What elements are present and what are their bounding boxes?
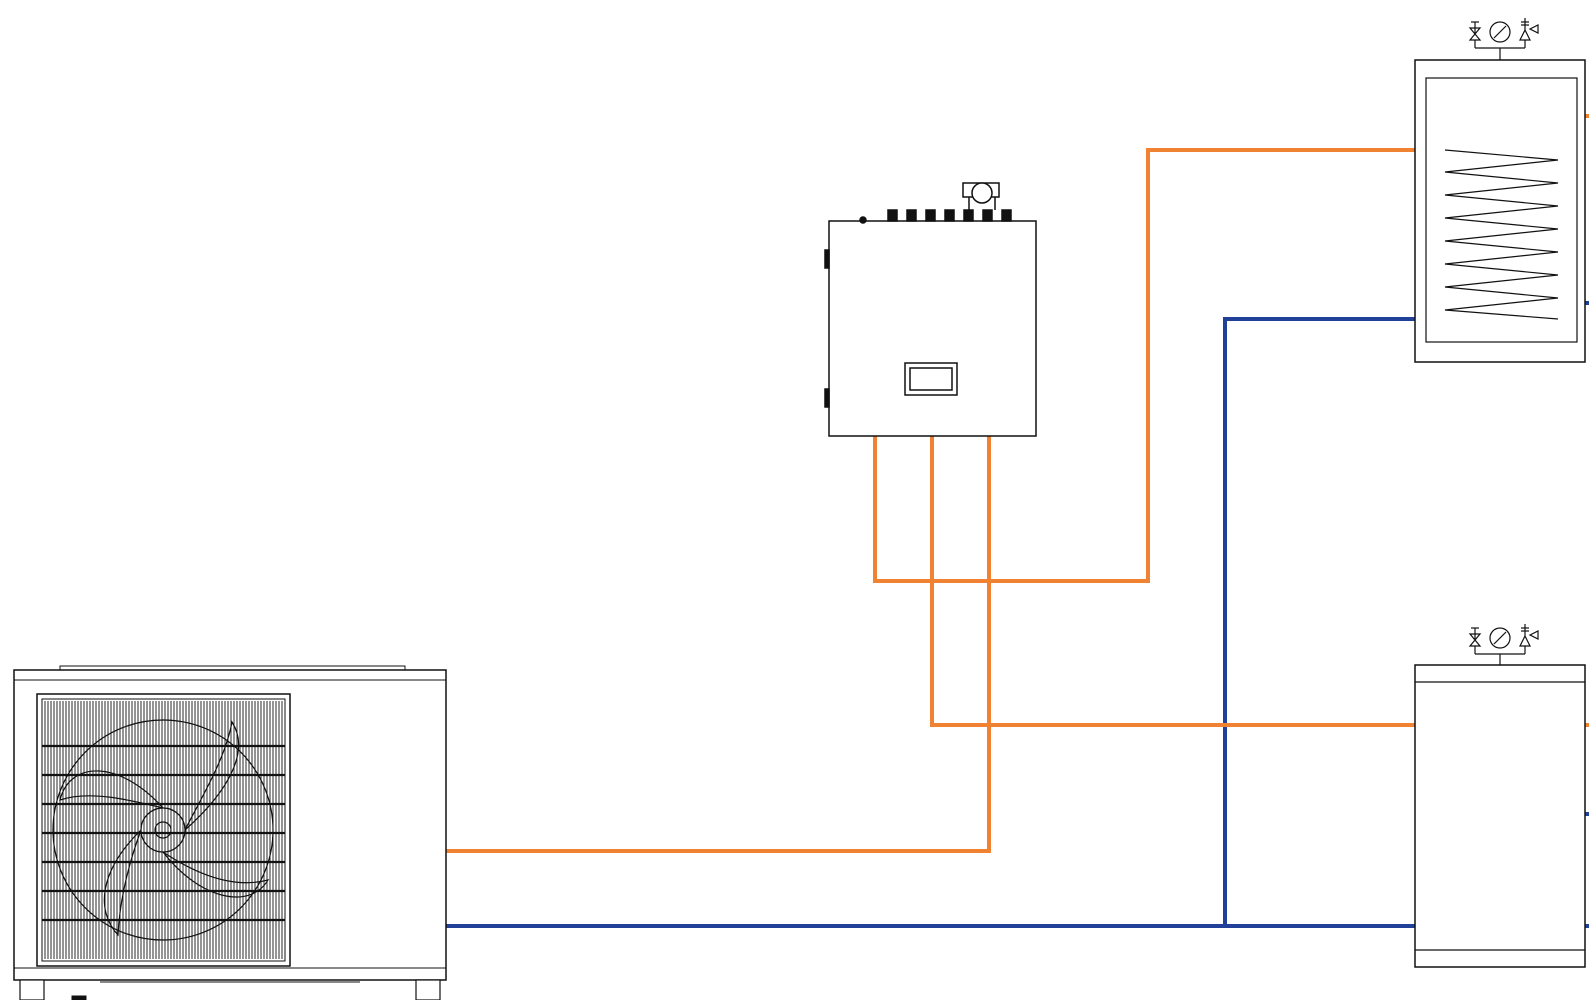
safety-valve-icon bbox=[1519, 18, 1539, 41]
safety-group-dhw bbox=[1468, 18, 1539, 60]
fan-grille-icon bbox=[41, 698, 286, 962]
pressure-gauge-icon bbox=[1489, 627, 1511, 649]
outdoor-unit-foot-right bbox=[415, 979, 441, 1000]
dhw-tank-inner bbox=[1425, 77, 1578, 343]
display-panel-icon bbox=[904, 362, 958, 396]
circulation-pump-icon bbox=[962, 182, 1000, 210]
coil-icon bbox=[1444, 149, 1559, 320]
indoor-unit-latch-bottom bbox=[824, 388, 830, 408]
dhw-tank bbox=[1414, 59, 1586, 363]
pipe-connectors bbox=[859, 209, 1012, 224]
flow-pipe-indoor-to-dhw bbox=[873, 148, 1440, 583]
flow-pipe-outdoor-to-indoor bbox=[446, 436, 991, 853]
indoor-unit bbox=[824, 182, 1037, 437]
safety-valve-icon bbox=[1519, 624, 1539, 647]
valve-icon bbox=[1468, 21, 1482, 41]
buffer-tank-outer bbox=[1414, 664, 1586, 968]
pressure-gauge-icon bbox=[1489, 21, 1511, 43]
buffer-tank bbox=[1414, 664, 1586, 968]
grille-slats bbox=[44, 701, 283, 959]
valve-icon bbox=[1468, 627, 1482, 647]
safety-group-buffer bbox=[1468, 624, 1539, 665]
fan-guard-bars bbox=[42, 744, 285, 922]
fan-icon bbox=[52, 719, 274, 941]
outdoor-unit-foot-left bbox=[19, 979, 45, 1000]
indoor-unit-latch-top bbox=[824, 249, 830, 269]
outdoor-unit bbox=[13, 665, 447, 1000]
return-pipe-riser bbox=[1223, 317, 1440, 926]
flow-pipe-indoor-to-buffer bbox=[930, 436, 1580, 727]
indoor-unit-casing bbox=[828, 220, 1037, 437]
